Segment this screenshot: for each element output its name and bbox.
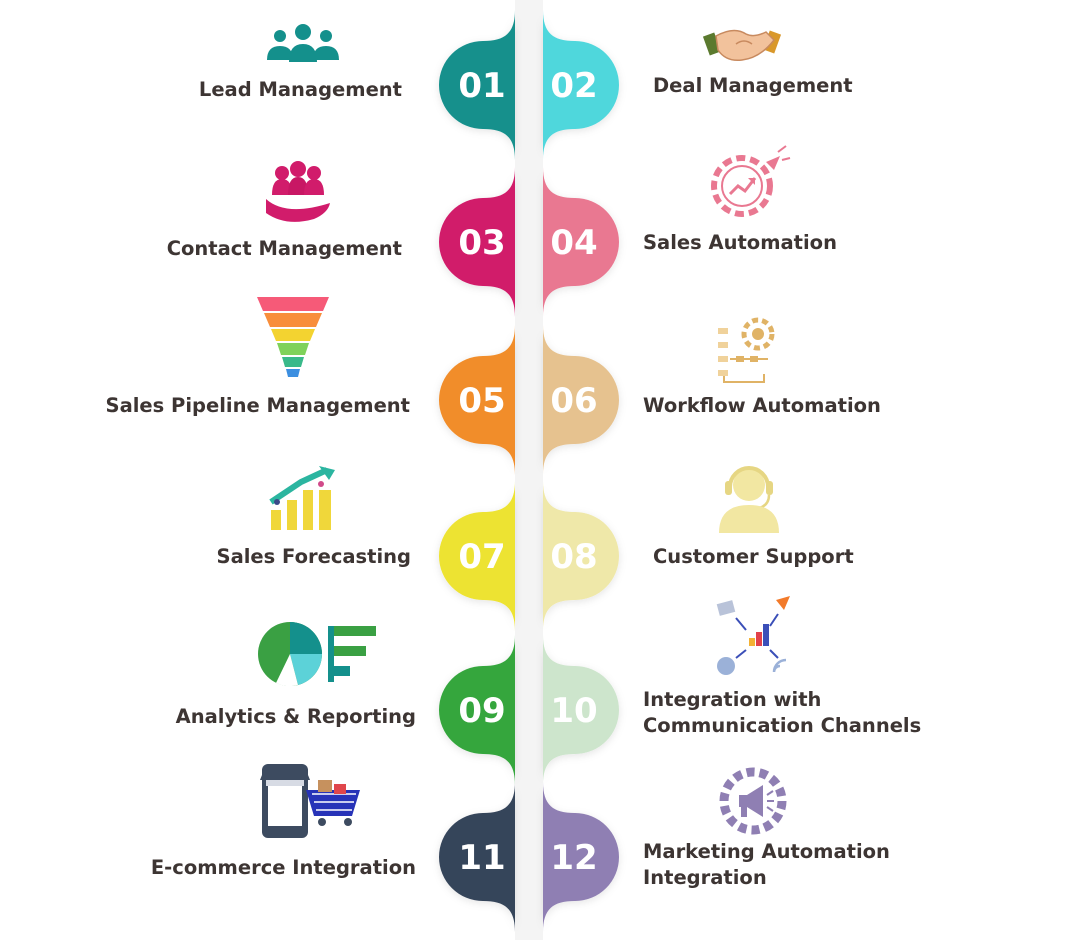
step-badge-01	[439, 10, 515, 160]
step-label-01: Lead Management	[198, 78, 402, 101]
timeline-step-04: 04	[543, 167, 619, 317]
timeline-step-05: 05	[439, 325, 515, 475]
marketing-megaphone-icon	[719, 767, 787, 835]
step-badge-06	[543, 325, 619, 475]
step-number-07: 07	[458, 537, 505, 577]
step-number-09: 09	[458, 691, 505, 731]
step-label-04: Sales Automation	[643, 231, 837, 254]
step-badge-03	[439, 167, 515, 317]
analytics-chart-icon	[258, 622, 376, 687]
timeline-step-03: 03	[439, 167, 515, 317]
contacts-group-icon	[266, 161, 330, 222]
step-badge-07	[439, 481, 515, 631]
step-label-11: E-commerce Integration	[150, 856, 416, 879]
step-badge-12	[543, 782, 619, 932]
step-label-03: Contact Management	[166, 237, 402, 260]
step-label-07: Sales Forecasting	[216, 545, 411, 568]
step-number-06: 06	[550, 381, 597, 421]
timeline-spine	[515, 0, 543, 940]
step-number-05: 05	[458, 381, 505, 421]
step-badge-04	[543, 167, 619, 317]
step-badge-08	[543, 481, 619, 631]
timeline-step-09: 09	[439, 635, 515, 785]
timeline-step-07: 07	[439, 481, 515, 631]
step-number-01: 01	[458, 66, 505, 106]
sales-funnel-icon	[257, 297, 329, 377]
growth-chart-icon	[269, 466, 335, 530]
step-badge-10	[543, 635, 619, 785]
timeline-step-10: 10	[543, 635, 619, 785]
step-number-03: 03	[458, 223, 505, 263]
step-label-06: Workflow Automation	[643, 394, 881, 417]
step-number-12: 12	[550, 838, 597, 878]
handshake-icon	[702, 29, 782, 62]
communication-channels-icon	[716, 596, 790, 675]
sales-automation-gear-icon	[711, 145, 791, 217]
step-number-11: 11	[458, 838, 505, 878]
team-icon	[267, 24, 339, 62]
timeline-step-08: 08	[543, 481, 619, 631]
timeline-step-02: 02	[543, 10, 619, 160]
step-number-02: 02	[550, 66, 597, 106]
step-badge-09	[439, 635, 515, 785]
timeline-step-12: 12	[543, 782, 619, 932]
step-label-09: Analytics & Reporting	[175, 705, 416, 728]
timeline-step-01: 01	[439, 10, 515, 160]
ecommerce-cart-icon	[260, 764, 360, 838]
workflow-icon	[718, 317, 775, 383]
step-number-04: 04	[550, 223, 597, 263]
step-number-08: 08	[550, 537, 597, 577]
step-badge-05	[439, 325, 515, 475]
step-label-02: Deal Management	[653, 74, 853, 97]
step-label-08: Customer Support	[653, 545, 854, 568]
timeline-step-06: 06	[543, 325, 619, 475]
step-badge-11	[439, 782, 515, 932]
step-badge-02	[543, 10, 619, 160]
timeline-step-11: 11	[439, 782, 515, 932]
step-label-05: Sales Pipeline Management	[105, 394, 410, 417]
support-headset-icon	[719, 466, 779, 533]
step-number-10: 10	[550, 691, 597, 731]
